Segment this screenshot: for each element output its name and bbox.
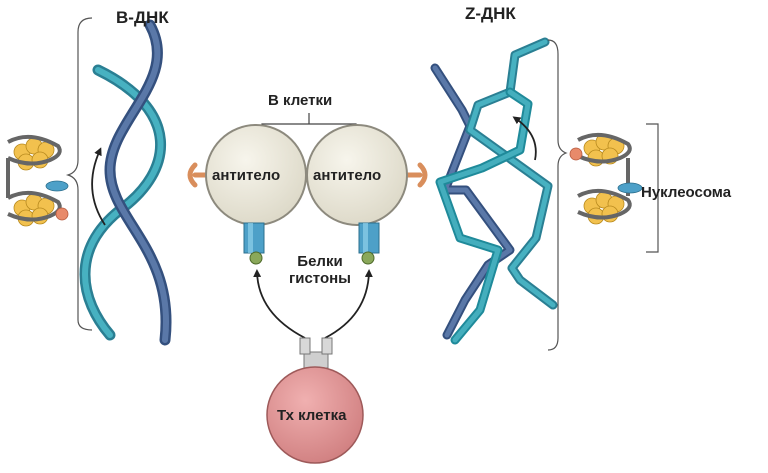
histone-bar-right: [358, 222, 380, 265]
label-antibody-right: антитело: [313, 167, 382, 184]
label-histones-line2: гистоны: [289, 270, 351, 287]
nucleosome-left: [6, 134, 69, 227]
label-nucleosome: Нуклеосома: [641, 184, 732, 201]
nucleosome-right: [569, 132, 643, 225]
label-b-dna: В-ДНК: [116, 8, 169, 27]
nucleosome-bracket: [646, 123, 659, 253]
b-cell-right: [306, 124, 408, 226]
label-th-cell: Тх клетка: [277, 407, 347, 424]
right-bracket: [547, 39, 568, 351]
label-antibody-left: антитело: [212, 167, 281, 184]
left-bracket: [65, 17, 93, 331]
arrow-to-right-histone: [324, 269, 373, 339]
z-dna-rotation-arrow: [512, 116, 537, 161]
label-histones: Белки гистоны: [282, 253, 358, 287]
z-dna-helix: [430, 37, 558, 345]
receptor-right: [403, 162, 428, 188]
b-dna-rotation-arrow: [91, 147, 106, 226]
label-b-cells: В клетки: [268, 92, 333, 109]
histone-bar-left: [243, 222, 265, 265]
label-z-dna: Z-ДНК: [465, 4, 516, 23]
t-cell-receptor: [299, 337, 333, 369]
th-cell: [266, 366, 364, 464]
arrow-to-left-histone: [253, 269, 306, 339]
b-dna-helix: [79, 19, 172, 346]
label-histones-line1: Белки: [297, 253, 343, 270]
